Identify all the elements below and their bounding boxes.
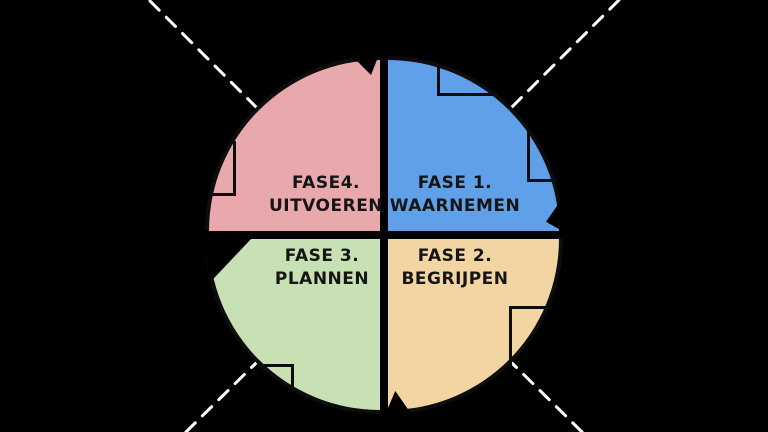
phase-number: FASE 3. xyxy=(284,246,360,266)
phase-number: FASE4. xyxy=(292,173,360,193)
phase-name: BEGRIJPEN xyxy=(401,269,509,289)
dashed-line-sw xyxy=(184,360,259,432)
phase-number: FASE 2. xyxy=(417,246,493,266)
dashed-line-ne xyxy=(509,0,621,110)
dashed-line-nw xyxy=(148,0,259,110)
phase-label-fase4: FASE4. UITVOEREN xyxy=(246,172,406,218)
corner-mark-icon xyxy=(261,364,294,391)
phase-label-fase1: FASE 1. WAARNEMEN xyxy=(375,172,535,218)
corner-mark-icon xyxy=(509,306,551,365)
corner-mark-icon xyxy=(527,129,557,182)
phase-label-fase3: FASE 3. PLANNEN xyxy=(242,245,402,291)
dashed-line-se xyxy=(509,360,584,432)
corner-mark-icon xyxy=(210,141,236,196)
phase-name: UITVOEREN xyxy=(268,196,384,216)
phase-name: PLANNEN xyxy=(274,269,370,289)
phase-label-fase2: FASE 2. BEGRIJPEN xyxy=(375,245,535,291)
phase-number: FASE 1. xyxy=(417,173,493,193)
phase-name: WAARNEMEN xyxy=(389,196,521,216)
corner-mark-icon xyxy=(437,63,497,96)
